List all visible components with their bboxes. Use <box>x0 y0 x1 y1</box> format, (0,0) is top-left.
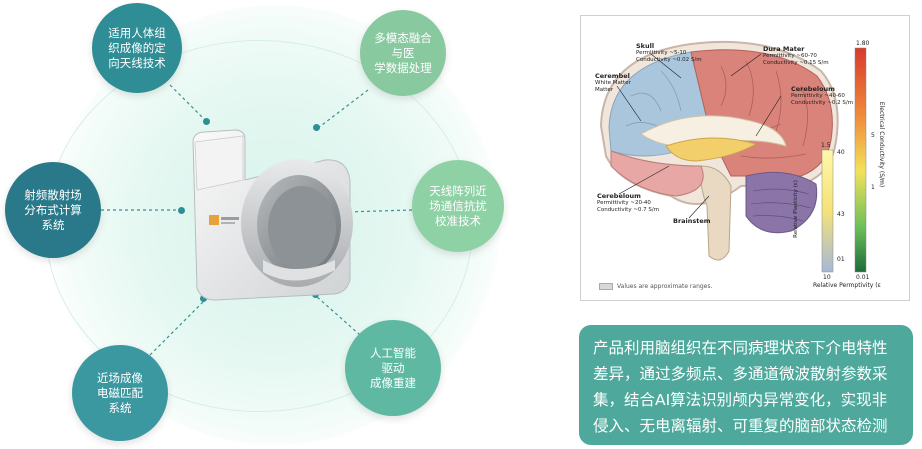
label-white-matter: Cerembel <box>595 72 630 80</box>
perm-bar-title: Relative Plasticity (ε) <box>792 180 799 238</box>
white-matter-line1: White Matter <box>595 80 631 86</box>
feature-bubble-antenna: 适用人体组 织成像的定 向天线技术 <box>92 3 182 93</box>
cerebellum-right-conductivity: Conductivity ~0.2 S/m <box>791 100 854 106</box>
connector-dot <box>313 124 320 131</box>
brain-dielectric-figure: Skull Permittivity ~5-10 Conductivity ~0… <box>580 15 910 301</box>
bubble-label: 多模态融合与医 学数据处理 <box>374 30 432 75</box>
feature-bubble-matching: 近场成像 电磁匹配 系统 <box>72 345 168 441</box>
dura-permittivity: Permittivity ~60-70 <box>763 53 817 59</box>
feature-bubble-fusion: 多模态融合与医 学数据处理 <box>360 10 446 96</box>
note-text: Values are approximate ranges. <box>617 283 713 290</box>
cerebellum-left-conductivity: Conductivity ~0.7 S/m <box>597 207 660 213</box>
connector-lines <box>101 84 413 356</box>
perm-bar-low: 01 <box>837 256 845 263</box>
white-matter-line2: Matter <box>595 87 614 93</box>
bubble-label: 射频散射场 分布式计算 系统 <box>24 187 82 232</box>
perm-bar-right-top: 40 <box>837 149 845 156</box>
cond-bar-mid2: 1 <box>871 184 875 191</box>
bubble-label: 人工智能 驱动 成像重建 <box>370 345 416 390</box>
cerebellum-right-permittivity: Permittivity ~40-60 <box>791 93 845 99</box>
cond-bar-title: Electrical Conductivity (S/m) <box>878 101 886 188</box>
note-swatch <box>599 283 613 290</box>
connector-dot <box>200 295 207 302</box>
x-axis-label: Relative Permptivity (ε <box>813 282 881 289</box>
perm-bar-top: 1.5 <box>821 142 831 149</box>
bubble-label: 天线阵列近 场通信抗扰 校准技术 <box>429 183 487 228</box>
cerebellum-left-permittivity: Permittivity ~20-40 <box>597 200 651 206</box>
perm-bar-bottom: 10 <box>823 274 831 281</box>
label-cerebellum-left: Cerebeloum <box>597 192 641 200</box>
scanner-device-image <box>192 129 353 301</box>
connector-dot <box>178 207 185 214</box>
product-description-box: 产品利用脑组织在不同病理状态下介电特性差异，通过多频点、多通道微波散射参数采集，… <box>579 325 913 445</box>
brain-illustration <box>599 40 867 273</box>
label-cerebellum-right: Cerebeloum <box>791 85 835 93</box>
skull-permittivity: Permittivity ~5-10 <box>636 50 687 56</box>
label-brainstem: Brainstem <box>673 217 711 225</box>
cond-bar-mid1: 5 <box>871 132 875 139</box>
perm-bar-mid: 43 <box>837 211 845 218</box>
feature-bubble-calibration: 天线阵列近 场通信抗扰 校准技术 <box>412 160 504 252</box>
bubble-label: 近场成像 电磁匹配 系统 <box>97 370 143 415</box>
product-description-text: 产品利用脑组织在不同病理状态下介电特性差异，通过多频点、多通道微波散射参数采集，… <box>593 339 888 435</box>
bubble-label: 适用人体组 织成像的定 向天线技术 <box>108 25 166 70</box>
feature-bubble-scatter: 射频散射场 分布式计算 系统 <box>5 162 101 258</box>
cond-bar-top: 1.80 <box>856 40 870 47</box>
connector-dot <box>203 118 210 125</box>
label-dura-mater: Dura Mater <box>763 45 805 53</box>
label-skull: Skull <box>636 42 655 50</box>
feature-bubble-ai: 人工智能 驱动 成像重建 <box>345 320 441 416</box>
approx-note: Values are approximate ranges. <box>599 283 712 290</box>
dura-conductivity: Conductivity ~0.15 S/m <box>763 60 829 66</box>
skull-conductivity: Conductivity ~0.02 S/m <box>636 57 702 63</box>
cond-bar-bottom: 0.01 <box>856 274 870 281</box>
